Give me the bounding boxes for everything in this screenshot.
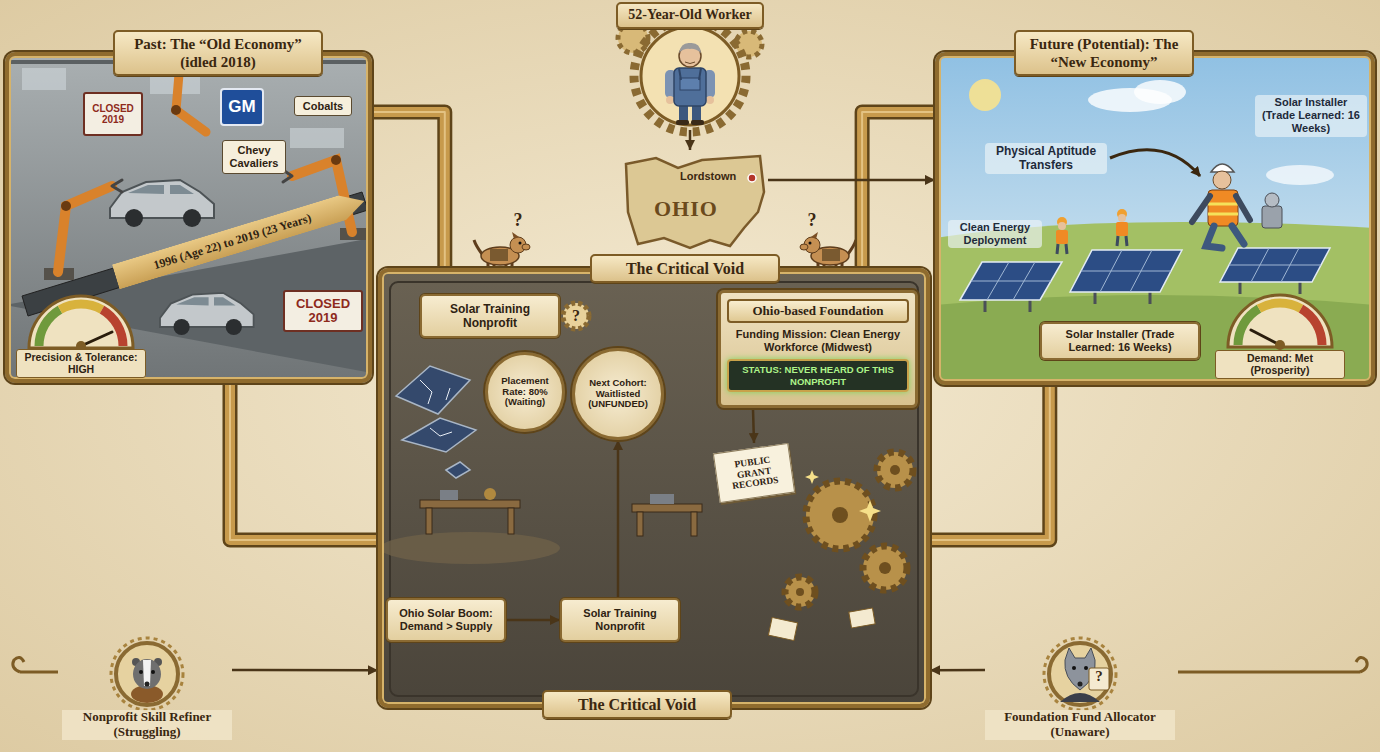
node-text: Precision & Tolerance: HIGH bbox=[16, 349, 146, 378]
panel-heading: The Critical Void bbox=[542, 690, 732, 719]
node-text: Nonprofit Skill Refiner (Struggling) bbox=[62, 710, 232, 740]
model-tag: Cobalts bbox=[294, 96, 352, 116]
factory-scene bbox=[5, 52, 372, 383]
closed-sign: CLOSED 2019 bbox=[283, 290, 363, 332]
node-text: 1996 (Age 22) to 2019 (23 Years) bbox=[152, 210, 313, 272]
transfer-note: Physical Aptitude Transfers bbox=[985, 143, 1107, 174]
placement-dial: Placement Rate: 80% (Waiting) bbox=[485, 352, 565, 432]
node-text: Ohio Solar Boom: Demand > Supply bbox=[394, 607, 498, 633]
precision-gauge: Precision & Tolerance: HIGH bbox=[16, 296, 146, 378]
panel-heading: Future (Potential): The “New Economy” bbox=[1014, 30, 1194, 76]
brass-pipe bbox=[372, 112, 445, 268]
node-text: Solar Training Nonprofit bbox=[428, 302, 552, 331]
node-text: Chevy Cavaliers bbox=[226, 144, 282, 169]
model-tag: Chevy Cavaliers bbox=[222, 140, 286, 174]
node-text: OHIO bbox=[654, 196, 718, 222]
brass-pipe bbox=[862, 112, 935, 268]
gm-logo: GM bbox=[220, 88, 264, 126]
node-text: Solar Installer (Trade Learned: 16 Weeks… bbox=[1048, 328, 1192, 354]
flow-arrow bbox=[506, 620, 560, 621]
node-text: STATUS: NEVER HEARD OF THIS NONPROFIT bbox=[734, 364, 902, 387]
node-text: Solar Training Nonprofit bbox=[568, 607, 672, 633]
node-text: Ohio-based Foundation bbox=[727, 299, 909, 323]
past-panel: Past: The “Old Economy” (idled 2018)CLOS… bbox=[5, 52, 372, 383]
node-text: Funding Mission: Clean Energy Workforce … bbox=[727, 328, 909, 354]
deployment-note: Clean Energy Deployment bbox=[948, 220, 1042, 248]
ohio-map: OHIO Lordstown bbox=[618, 150, 768, 250]
closed-sign: CLOSED 2019 bbox=[83, 92, 143, 136]
question-mark: ? bbox=[1091, 667, 1107, 685]
question-mark: ? bbox=[804, 210, 820, 232]
node-text: CLOSED 2019 bbox=[287, 297, 359, 326]
grant-records: PUBLIC GRANT RECORDS bbox=[713, 443, 795, 503]
wolf-medallion: Foundation Fund Allocator (Unaware) bbox=[985, 640, 1175, 740]
node-text: PUBLIC GRANT RECORDS bbox=[720, 452, 788, 493]
flow-arrow bbox=[930, 670, 985, 671]
solar-field-scene bbox=[935, 52, 1375, 385]
flow-arrow bbox=[768, 179, 935, 180]
scroll-ornament bbox=[13, 657, 1367, 672]
worker-banner: 52-Year-Old Worker bbox=[616, 2, 763, 29]
installer-box: Solar Installer (Trade Learned: 16 Weeks… bbox=[1040, 322, 1200, 360]
demand-gauge: Demand: Met (Prosperity) bbox=[1215, 295, 1345, 379]
node-text: Placement Rate: 80% (Waiting) bbox=[496, 376, 554, 409]
flow-arrow bbox=[232, 670, 378, 671]
question-mark: ? bbox=[568, 306, 584, 325]
critical-void-panel: The Critical VoidThe Critical VoidSolar … bbox=[378, 268, 930, 708]
node-text: Cobalts bbox=[298, 100, 348, 113]
boom-box: Ohio Solar Boom: Demand > Supply bbox=[386, 598, 506, 642]
node-text: Lordstown bbox=[680, 170, 736, 182]
brass-pipe bbox=[930, 385, 1050, 540]
node-text: Foundation Fund Allocator (Unaware) bbox=[985, 710, 1175, 740]
badger-medallion: Nonprofit Skill Refiner (Struggling) bbox=[62, 640, 232, 740]
flow-arrow bbox=[690, 130, 691, 150]
node-text: CLOSED 2019 bbox=[87, 103, 139, 125]
panel-heading: Past: The “Old Economy” (idled 2018) bbox=[113, 30, 323, 76]
flow-arrow bbox=[618, 440, 619, 598]
foundation-box: Ohio-based FoundationFunding Mission: Cl… bbox=[718, 290, 918, 408]
panel-heading: The Critical Void bbox=[590, 254, 780, 283]
nonprofit-box: Solar Training Nonprofit bbox=[420, 294, 560, 338]
status-readout: STATUS: NEVER HEARD OF THIS NONPROFIT bbox=[727, 359, 909, 392]
installer-note: Solar Installer (Trade Learned: 16 Weeks… bbox=[1255, 95, 1367, 137]
question-mark: ? bbox=[510, 210, 526, 232]
void-scene bbox=[378, 232, 930, 708]
node-text: Demand: Met (Prosperity) bbox=[1215, 350, 1345, 379]
worker-medallion: 52-Year-Old Worker bbox=[605, 2, 775, 130]
node-text: Next Cohort: Waitlisted (UNFUNDED) bbox=[583, 378, 653, 411]
brass-pipe bbox=[230, 383, 378, 540]
node-text: GM bbox=[228, 97, 255, 117]
nonprofit-box: Solar Training Nonprofit bbox=[560, 598, 680, 642]
cohort-dial: Next Cohort: Waitlisted (UNFUNDED) bbox=[572, 348, 664, 440]
timeline-arrow: 1996 (Age 22) to 2019 (23 Years) bbox=[112, 189, 368, 290]
